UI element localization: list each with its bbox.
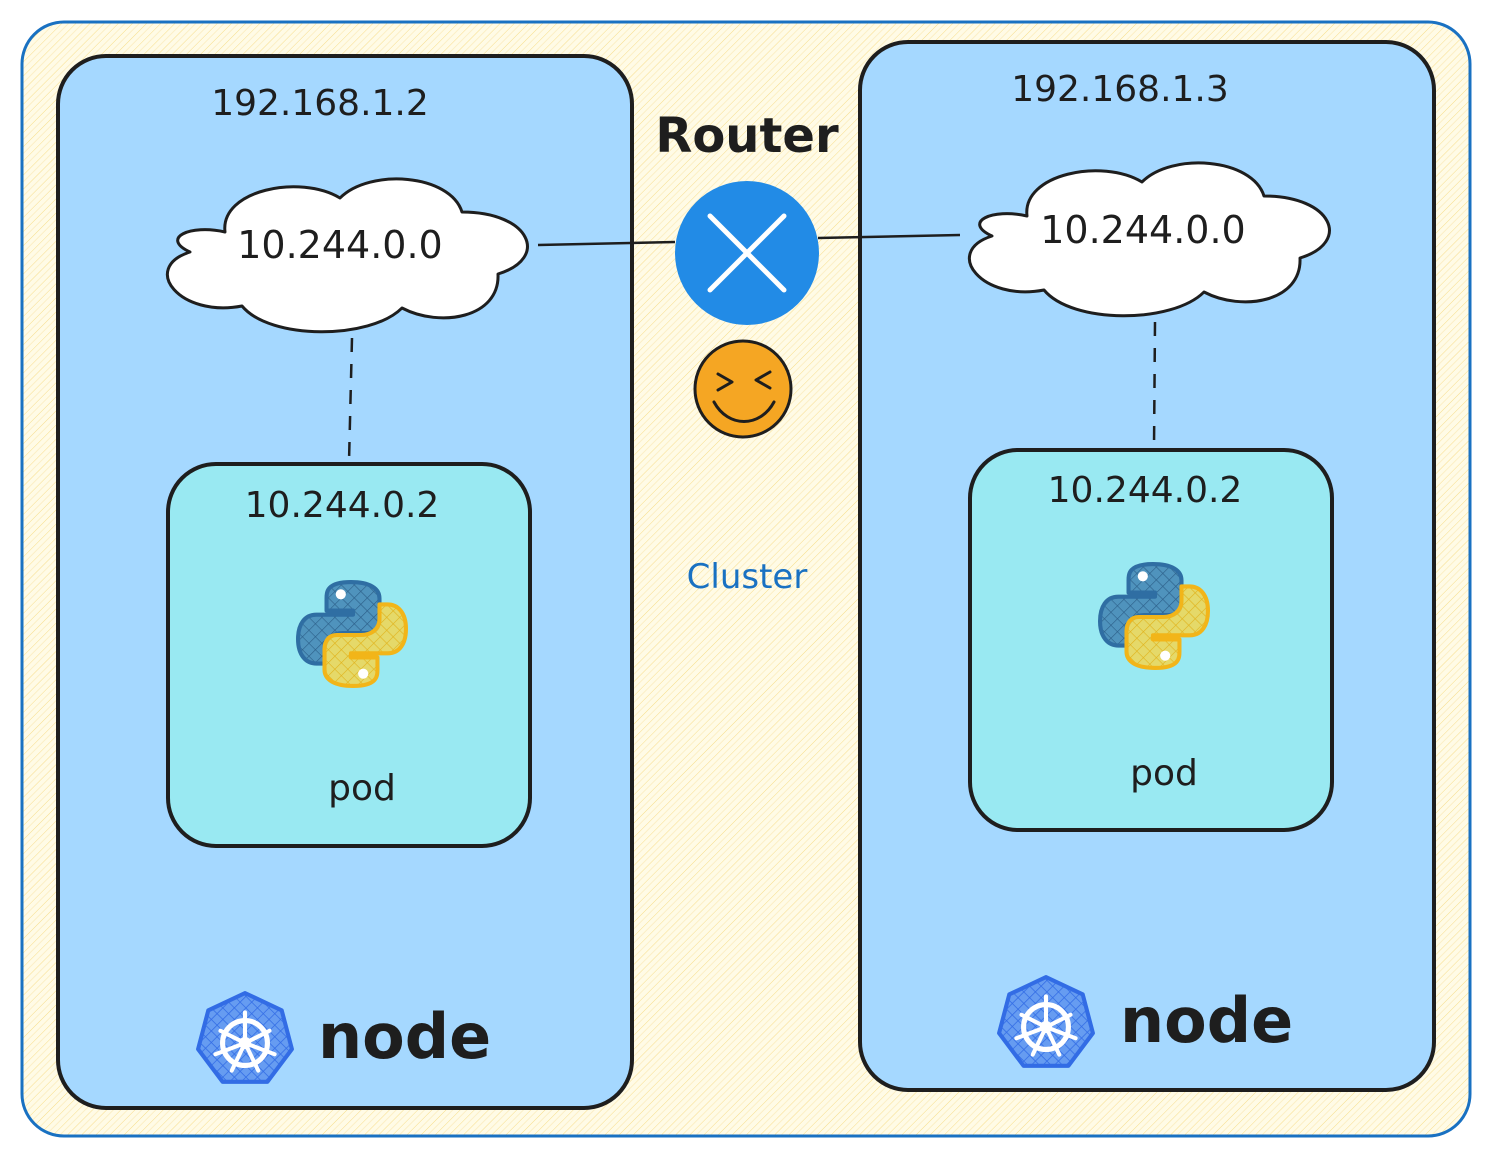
pod-label-1: pod [328, 768, 396, 809]
router-x-icon [675, 181, 819, 325]
link-cloud-pod-1 [347, 337, 354, 463]
cluster-label: Cluster [687, 557, 808, 597]
kubernetes-wheel-icon [198, 993, 292, 1082]
network-cidr-1: 10.244.0.0 [237, 223, 442, 267]
node-ip-2: 192.168.1.3 [1011, 69, 1229, 110]
link-cloud-pod-2 [1152, 321, 1157, 449]
node-label-1: node [318, 1000, 491, 1073]
pod-ip-2: 10.244.0.2 [1048, 470, 1243, 511]
link-router-node2 [817, 233, 961, 240]
pod-ip-1: 10.244.0.2 [245, 485, 440, 526]
link-node1-router [537, 240, 676, 247]
router-label: Router [655, 108, 839, 164]
kubernetes-wheel-icon [999, 977, 1093, 1066]
grinning-squint-face-icon [693, 339, 793, 439]
node-ip-1: 192.168.1.2 [211, 83, 429, 124]
node-label-2: node [1120, 984, 1293, 1057]
network-cidr-2: 10.244.0.0 [1040, 208, 1245, 252]
pod-label-2: pod [1130, 753, 1198, 794]
